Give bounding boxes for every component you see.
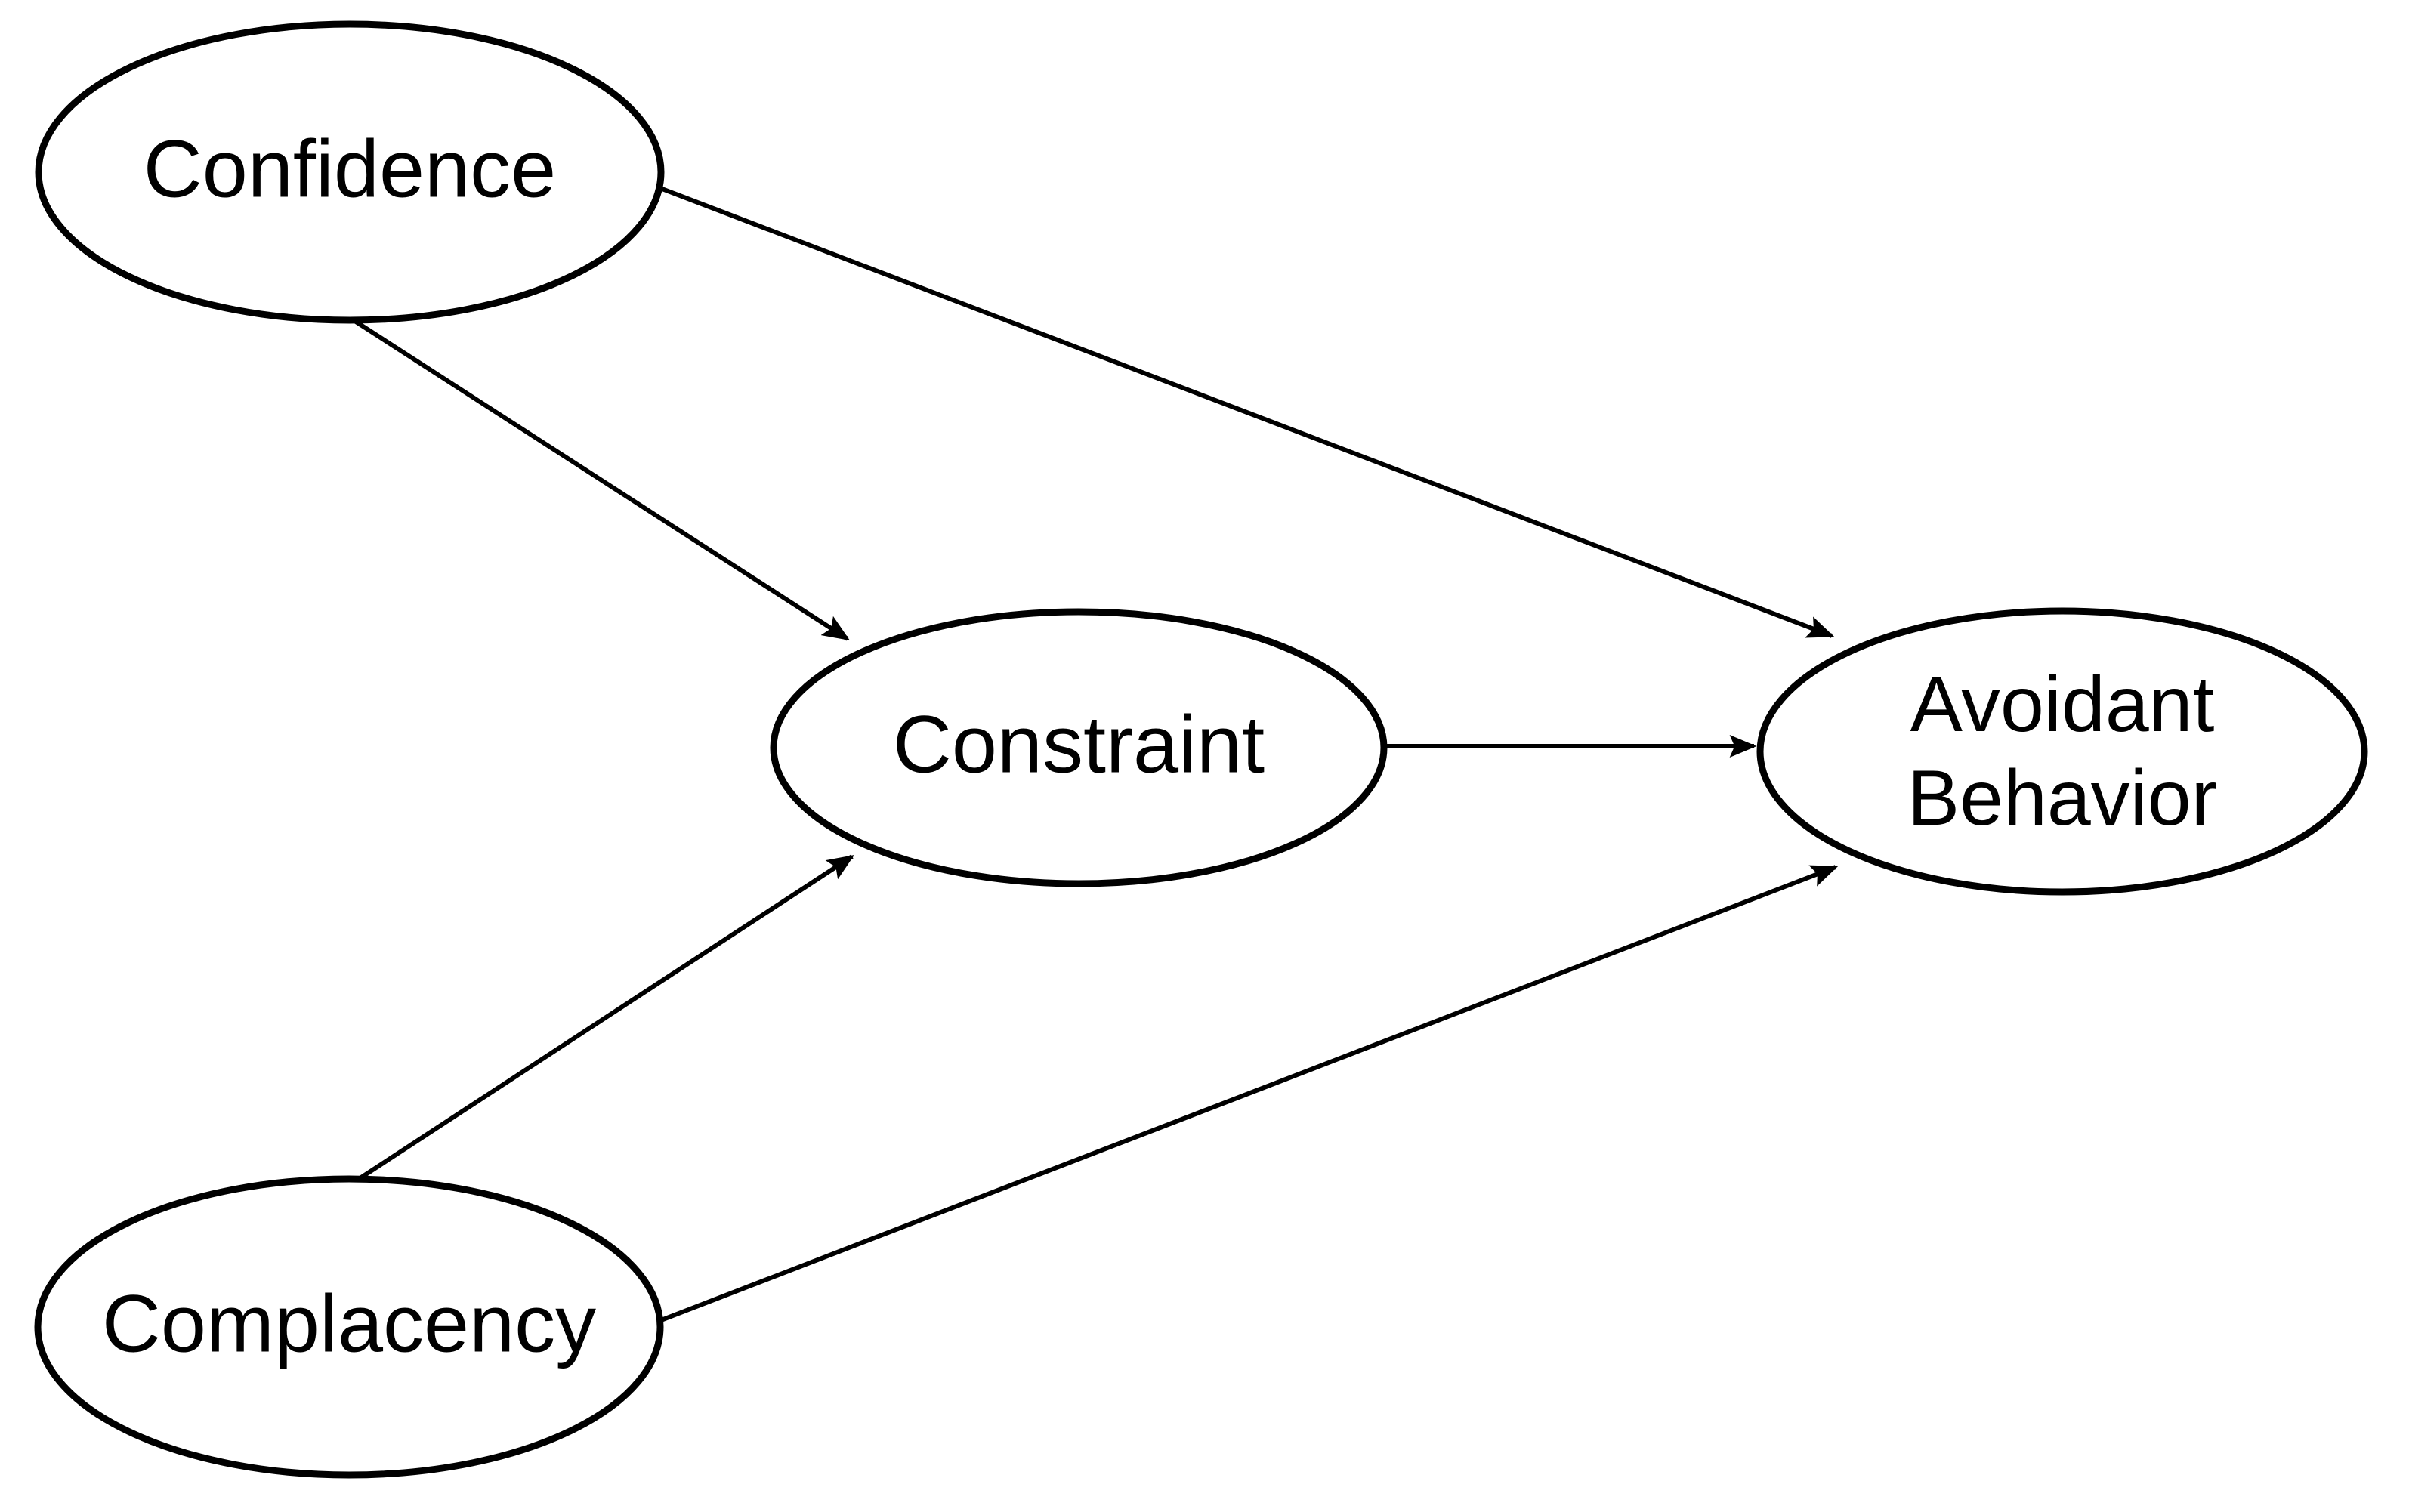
node-constraint-label: Constraint bbox=[893, 699, 1265, 790]
node-constraint[interactable]: Constraint bbox=[770, 608, 1388, 887]
node-complacency-shape[interactable] bbox=[34, 1175, 664, 1479]
node-complacency-label: Complacency bbox=[102, 1278, 596, 1369]
edge-complacency-to-avoidant[interactable] bbox=[656, 865, 1839, 1324]
edge-group bbox=[352, 184, 1839, 1324]
node-avoidant-behavior-label-line-2: Behavior bbox=[1907, 754, 2217, 842]
node-avoidant-behavior-label-line-1: Avoidant bbox=[1910, 661, 2215, 748]
edge-complacency-to-constraint[interactable] bbox=[355, 854, 855, 1183]
node-confidence-shape[interactable] bbox=[35, 20, 665, 324]
node-confidence[interactable]: Confidence bbox=[35, 20, 665, 324]
node-complacency[interactable]: Complacency bbox=[34, 1175, 664, 1479]
node-avoidant-behavior-shape[interactable] bbox=[1756, 607, 2368, 896]
edge-confidence-to-avoidant[interactable] bbox=[653, 184, 1835, 638]
node-avoidant-behavior[interactable]: Avoidant Behavior bbox=[1756, 607, 2368, 896]
node-group: Confidence Constraint Avoidant Behavior … bbox=[34, 20, 2368, 1479]
node-constraint-shape[interactable] bbox=[770, 608, 1388, 887]
edge-confidence-to-constraint[interactable] bbox=[352, 318, 851, 641]
node-confidence-label: Confidence bbox=[144, 123, 556, 214]
